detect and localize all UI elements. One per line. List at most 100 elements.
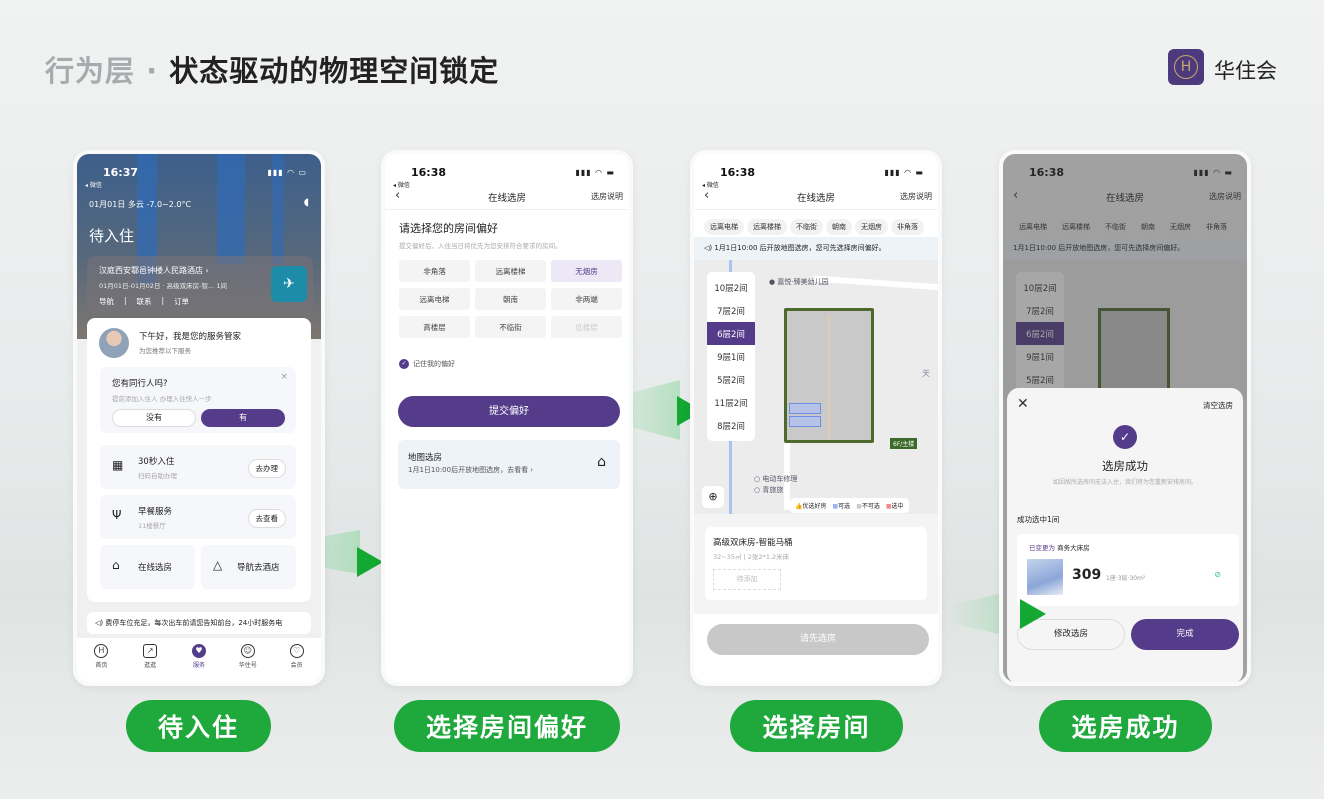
room-type-spec: 32~35㎡ | 2张2*1.2米床 <box>713 553 790 561</box>
order-link[interactable]: 订单 <box>174 297 190 306</box>
poi-label: ● 嘉悦·臻美幼儿园 <box>769 278 829 286</box>
pref-option[interactable]: 非两端 <box>551 288 622 310</box>
notice-text: 1月1日10:00 后开放地图选房，您可先选择房间偏好。 <box>714 244 886 252</box>
success-title: 选房成功 <box>1102 459 1148 473</box>
headset-icon[interactable]: ◖ <box>303 197 309 208</box>
pref-option[interactable]: 远离楼梯 <box>475 260 546 282</box>
room-guide-link[interactable]: 选房说明 <box>591 192 623 201</box>
clear-selection-button[interactable]: 清空选房 <box>1203 401 1233 410</box>
success-sub: 如因故所选房间无法入住，我们将为您重新安排房间。 <box>1052 479 1197 486</box>
back-icon[interactable]: ‹ <box>395 188 401 203</box>
pref-option[interactable]: 非角落 <box>399 260 470 282</box>
floor-map[interactable]: ● 嘉悦·臻美幼儿园 6F/主楼 天 ○ 电动车修理 ○ 青旅旅 ⊕ 👍优选好房… <box>694 260 938 514</box>
butler-sub: 为您推荐以下服务 <box>139 347 191 355</box>
preference-sub: 提交偏好后，入住当日将优先为您安排符合要求的房间。 <box>399 242 562 250</box>
nav-bar: ‹ 在线选房 选房说明 <box>694 188 938 210</box>
pref-chip[interactable]: 远离电梯 <box>704 219 744 235</box>
map-room-select-card[interactable]: 地图选房 1月1日10:00后开放地图选房，去看看 › ⌂ <box>398 440 620 489</box>
close-icon[interactable]: ✕ <box>1017 396 1029 412</box>
nav-bar: ‹ 在线选房 选房说明 <box>385 188 629 210</box>
pref-option-selected[interactable]: 无烟房 <box>551 260 622 282</box>
tab-label: 会员 <box>290 662 303 669</box>
selected-room-card: 已变更为 商务大床房 309 1座·3层·30m² ⊘ <box>1017 534 1239 606</box>
tab-member[interactable]: ♡会员 <box>289 644 304 669</box>
step-label-success: 选房成功 <box>1039 700 1212 752</box>
pref-chip[interactable]: 无烟房 <box>855 219 888 235</box>
navigate-link[interactable]: 导航 <box>99 297 114 306</box>
modify-selection-button[interactable]: 修改选房 <box>1017 619 1125 650</box>
floor-option[interactable]: 11层2间 <box>714 398 748 409</box>
hotel-card[interactable]: 汉庭西安鄠邑钟楼人民路酒店 › 01月01日-01月02日 · 高级双床房-智.… <box>87 256 313 316</box>
floor-badge: 6F/主楼 <box>890 438 918 449</box>
back-to-wechat[interactable]: ◂ 微信 <box>85 182 102 189</box>
floor-option[interactable]: 8层2间 <box>717 421 745 432</box>
floor-option[interactable]: 9层1间 <box>717 352 745 363</box>
notice-bar: ◁) 1月1日10:00 后开放地图选房，您可先选择房间偏好。 <box>694 237 938 260</box>
pref-chip[interactable]: 不临街 <box>790 219 823 235</box>
tab-label: 逛逛 <box>144 662 157 669</box>
floor-option[interactable]: 7层2间 <box>717 306 745 317</box>
pref-option[interactable]: 远离电梯 <box>399 288 470 310</box>
room-card-area: 高级双床房-智能马桶 32~35㎡ | 2张2*1.2米床 待添加 <box>694 514 938 614</box>
poi-label: ○ 青旅旅 <box>754 486 784 494</box>
phone-select-success: 16:38 ▮▮▮ ◠ ▬ ‹ 在线选房 选房说明 远离电梯远离楼梯不临街朝南无… <box>999 150 1251 686</box>
room-slot-pending[interactable]: 待添加 <box>713 569 781 590</box>
nav-title: 在线选房 <box>796 193 835 204</box>
pref-option[interactable]: 高楼层 <box>399 316 470 338</box>
floor-option[interactable]: 10层2间 <box>714 283 748 294</box>
companion-prompt: 您有同行人吗? × 提前添加入住人 办理入住快人一步 没有 有 <box>100 367 296 433</box>
hotel-name[interactable]: 汉庭西安鄠邑钟楼人民路酒店 › <box>99 266 209 275</box>
submit-preference-button[interactable]: 提交偏好 <box>398 396 620 427</box>
home-icon: ⌂ <box>597 454 606 470</box>
back-icon[interactable]: ‹ <box>704 188 710 203</box>
pref-chip[interactable]: 朝南 <box>826 219 852 235</box>
butler-card: 下午好，我是您的服务管家 为您推荐以下服务 您有同行人吗? × 提前添加入住人 … <box>87 318 311 602</box>
locate-icon[interactable]: ⊕ <box>702 486 724 508</box>
tab-huazhu-account[interactable]: ☺华住号 <box>238 644 257 669</box>
go-handle-button[interactable]: 去办理 <box>247 459 286 478</box>
tab-service[interactable]: ♥服务 <box>191 644 206 669</box>
back-to-wechat[interactable]: ◂ 微信 <box>393 182 410 189</box>
home-icon: ⌂ <box>112 558 120 572</box>
tab-explore[interactable]: ↗逛逛 <box>143 644 158 669</box>
companion-title: 您有同行人吗? <box>112 379 168 389</box>
check-icon: ✓ <box>399 359 409 369</box>
contact-link[interactable]: 联系 <box>136 297 152 306</box>
room-guide-link[interactable]: 选房说明 <box>900 192 932 201</box>
floor-plan[interactable] <box>784 308 874 443</box>
preference-grid: 非角落 远离楼梯 无烟房 远离电梯 朝南 非两端 高楼层 不临街 低楼层 <box>399 260 622 338</box>
room-available[interactable] <box>789 403 821 414</box>
status-time: 16:38 <box>1029 166 1065 179</box>
room-info: 1座·3层·30m² <box>1106 575 1146 582</box>
pref-option[interactable]: 不临街 <box>475 316 546 338</box>
room-available[interactable] <box>789 416 821 427</box>
weather-info: 01月01日 多云 -7.0~2.0°C <box>89 200 192 209</box>
tab-label: 首页 <box>95 662 108 669</box>
speaker-icon: ◁) <box>704 244 715 252</box>
breakfast-item[interactable]: Ψ 早餐服务 11楼餐厅 去查看 <box>100 495 296 539</box>
remember-preference-checkbox[interactable]: ✓ 记住我的偏好 <box>399 359 455 369</box>
room-number: 309 <box>1072 567 1102 583</box>
butler-greeting: 下午好，我是您的服务管家 <box>139 332 242 342</box>
online-room-select-tile[interactable]: ⌂ 在线选房 <box>100 545 195 589</box>
no-companion-button[interactable]: 没有 <box>112 409 196 427</box>
status-time: 16:37 <box>103 166 139 179</box>
pref-chip: 无烟房 <box>1164 219 1197 235</box>
done-button[interactable]: 完成 <box>1131 619 1239 650</box>
close-icon[interactable]: × <box>280 372 288 382</box>
back-to-wechat[interactable]: ◂ 微信 <box>702 182 719 189</box>
go-view-button[interactable]: 去查看 <box>247 509 286 528</box>
pref-chip[interactable]: 远离楼梯 <box>747 219 787 235</box>
huazhu-logo: H <box>1168 49 1204 85</box>
navigate-hotel-tile[interactable]: △ 导航去酒店 <box>201 545 296 589</box>
quick-checkin-item[interactable]: ▦ 30秒入住 扫码自助办理 去办理 <box>100 445 296 489</box>
yes-companion-button[interactable]: 有 <box>201 409 285 427</box>
brand-name: 华住会 <box>1214 59 1277 83</box>
floor-option[interactable]: 5层2间 <box>717 375 745 386</box>
floor-option-selected[interactable]: 6层2间 <box>707 322 755 345</box>
service-title: 30秒入住 <box>138 457 175 467</box>
pref-chip: 远离电梯 <box>1013 219 1053 235</box>
pref-chip[interactable]: 非角落 <box>891 219 924 235</box>
pref-option[interactable]: 朝南 <box>475 288 546 310</box>
